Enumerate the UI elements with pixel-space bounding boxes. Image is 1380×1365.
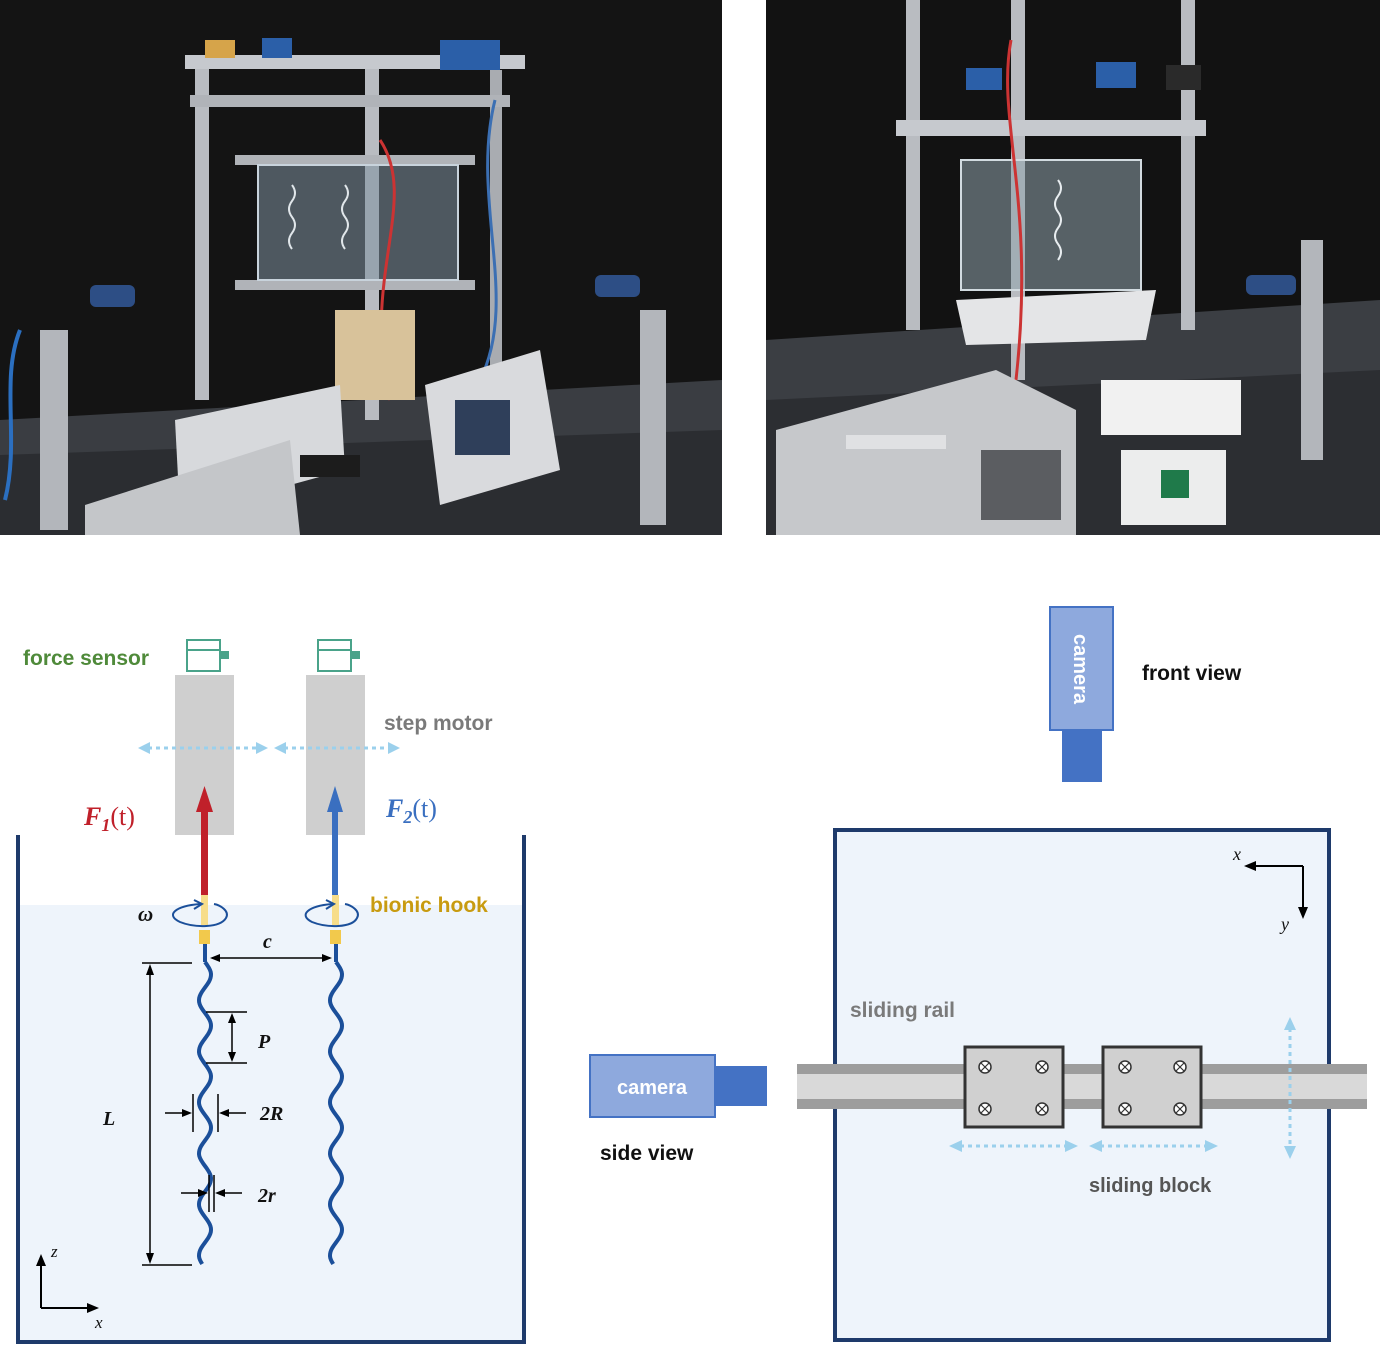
axis-z-label: z — [50, 1242, 58, 1261]
top-camera-body — [1049, 606, 1114, 731]
force-1-subscript: 1 — [101, 815, 110, 835]
force-sensor-icon-1 — [186, 639, 229, 672]
sliding-block-label: sliding block — [1089, 1175, 1212, 1197]
helix-radius-dimension — [165, 1094, 246, 1132]
setup-photo-right — [766, 0, 1380, 535]
step-motor-label: step motor — [384, 712, 493, 735]
force-sensor-label: force sensor — [23, 647, 149, 670]
pitch-dimension — [206, 1011, 247, 1064]
setup-photo-left-illustration — [0, 0, 722, 535]
force-sensor-icon-2 — [317, 639, 360, 672]
length-L-label: L — [102, 1108, 115, 1130]
sliding-rail-label: sliding rail — [850, 999, 955, 1022]
top-camera-lens — [1062, 730, 1102, 782]
axis-y-label-right: y — [1279, 914, 1289, 934]
block-motion-arrows — [949, 1017, 1296, 1159]
helix-filament-2 — [327, 960, 345, 1266]
spacing-c-label: c — [263, 931, 272, 953]
left-schematic: force sensor step motor F1(t) F2(t) — [16, 639, 526, 1344]
sliding-block-1 — [963, 1045, 1065, 1129]
side-camera-body — [589, 1054, 716, 1118]
side-camera-label: camera — [617, 1077, 688, 1099]
filament-radius-2r-label: 2r — [257, 1185, 276, 1207]
bionic-hook-2 — [332, 895, 339, 925]
bionic-hook-label: bionic hook — [370, 894, 488, 917]
force-1-symbol: F — [83, 802, 101, 831]
side-view-label: side view — [600, 1142, 694, 1165]
length-dimension — [142, 962, 192, 1266]
filament-radius-dimension — [181, 1175, 242, 1212]
axis-x-label: x — [94, 1313, 103, 1332]
omega-label: ω — [138, 902, 153, 926]
sliding-block-2 — [1101, 1045, 1203, 1129]
spacing-dimension — [210, 954, 332, 962]
right-schematic: camera front view x y sliding rail — [589, 606, 1367, 1342]
force-1-label: F1(t) — [83, 802, 135, 835]
setup-photo-right-illustration — [766, 0, 1380, 535]
left-axes — [36, 1254, 99, 1313]
tank-outline — [16, 835, 526, 1344]
rotation-arrow-icon-2 — [304, 899, 359, 928]
setup-photo-left — [0, 0, 722, 535]
force-arrow-2 — [327, 786, 343, 895]
axis-x-label-right: x — [1232, 844, 1241, 864]
pitch-P-label: P — [257, 1031, 271, 1053]
force-2-argument: (t) — [412, 794, 437, 823]
top-camera-label: camera — [1069, 634, 1091, 705]
rail-inner — [797, 1074, 1367, 1099]
hook-1-clip — [199, 930, 210, 944]
right-axes — [1244, 861, 1308, 919]
force-2-symbol: F — [385, 794, 403, 823]
motor-motion-arrows — [138, 742, 400, 754]
rotation-arrow-icon-1 — [172, 899, 228, 928]
water-region — [20, 905, 523, 1340]
bionic-hook-1 — [201, 895, 208, 925]
force-arrow-1 — [196, 786, 213, 895]
helix-filament-1 — [196, 960, 214, 1266]
force-2-label: F2(t) — [385, 794, 437, 827]
hook-2-clip — [330, 930, 341, 944]
force-1-argument: (t) — [110, 802, 135, 831]
helix-radius-2R-label: 2R — [259, 1103, 283, 1125]
side-camera-lens — [715, 1066, 767, 1106]
force-2-subscript: 2 — [402, 807, 412, 827]
front-view-label: front view — [1142, 662, 1242, 685]
